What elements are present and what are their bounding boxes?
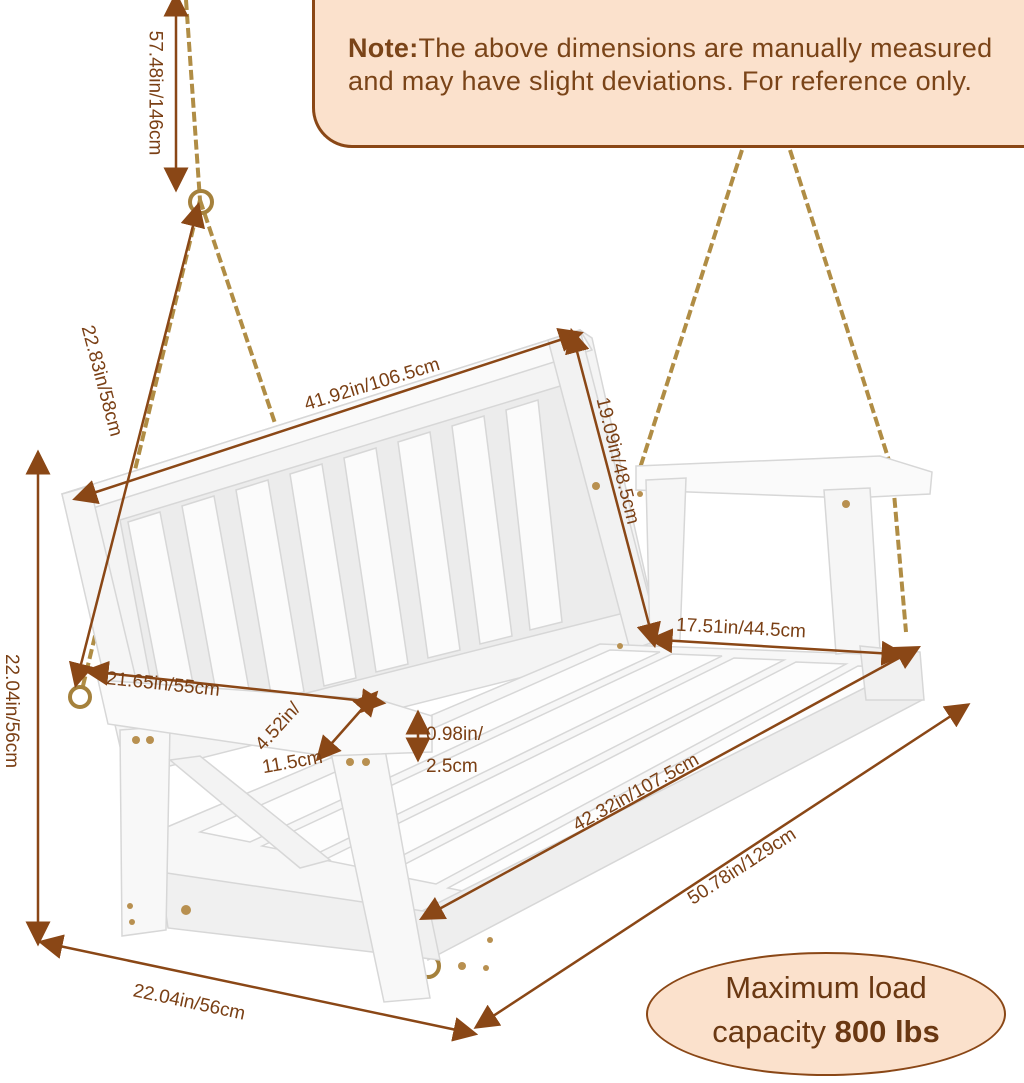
bench	[60, 329, 933, 1003]
note-body: The above dimensions are manually measur…	[348, 33, 993, 96]
load-capacity-badge	[646, 952, 1006, 1076]
load-capacity-text: Maximum load capacity 800 lbs	[660, 966, 992, 1054]
note-label: Note:	[348, 33, 419, 63]
dim-total-height: 22.04in/56cm	[1, 653, 23, 769]
chain-ring-left	[68, 685, 92, 709]
load-line2-prefix: capacity	[712, 1014, 835, 1049]
dim-armrest-thick-a: 0.98in/	[426, 724, 484, 745]
dimension-lines	[25, 0, 971, 1042]
load-line1: Maximum load	[725, 970, 927, 1005]
dim-chain-length: 57.48in/146cm	[144, 30, 166, 156]
note-text: Note:The above dimensions are manually m…	[348, 32, 1008, 98]
load-value: 800 lbs	[834, 1014, 940, 1049]
dim-armrest-thick-b: 2.5cm	[426, 756, 478, 777]
note-panel	[312, 0, 1024, 148]
